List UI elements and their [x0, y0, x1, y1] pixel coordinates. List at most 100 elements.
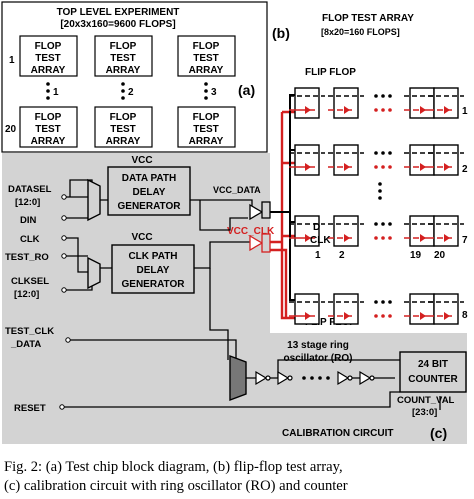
flip-flop-cell	[294, 293, 320, 325]
chain-ellipsis-dot	[381, 151, 385, 155]
flip-flop-cell	[333, 215, 359, 247]
input-pins	[59, 194, 71, 410]
flip-flop-cell	[433, 293, 459, 325]
clock-arrow	[305, 163, 311, 171]
panel-c-label: (c)	[430, 425, 447, 441]
chain-ellipsis-dot	[374, 94, 378, 98]
count-val-bus-label: [23:0]	[412, 407, 437, 418]
flip-flop-cell	[409, 215, 435, 247]
flip-flop-row-8	[289, 293, 464, 325]
chain-ellipsis-dot	[388, 165, 392, 169]
svg-text:ARRAY: ARRAY	[106, 65, 141, 76]
flip-flop-cell	[433, 215, 459, 247]
flip-flop-cell	[409, 87, 435, 119]
chain-ellipsis-dot	[374, 165, 378, 169]
flip-flop-cell	[433, 87, 459, 119]
panel-b-title-1: FLOP TEST ARRAY	[322, 13, 414, 24]
chain-ellipsis-dot	[374, 314, 378, 318]
d-input-label: D	[313, 222, 320, 233]
figure-diagram: TOP LEVEL EXPERIMENT [20x3x160=9600 FLOP…	[1, 1, 468, 444]
svg-text:COUNTER: COUNTER	[408, 374, 458, 385]
row-number-7: 7	[462, 235, 468, 246]
column-number-1: 1	[315, 250, 321, 261]
svg-text:TEST: TEST	[110, 53, 136, 64]
clock-arrow	[344, 312, 350, 320]
flip-flop-cell	[333, 144, 359, 176]
svg-text:GENERATOR: GENERATOR	[118, 201, 182, 212]
chain-ellipsis-dot	[388, 300, 392, 304]
count-val-label: COUNT_VAL	[397, 395, 455, 406]
ro-ellipsis	[302, 376, 330, 380]
flip-flop-row-1	[289, 87, 464, 119]
panel-a-title-1: TOP LEVEL EXPERIMENT	[57, 7, 180, 18]
chain-ellipsis-dot	[388, 94, 392, 98]
voltage-level-drivers	[249, 201, 271, 253]
din-label: DIN	[20, 215, 37, 226]
chain-ellipsis-dot	[381, 300, 385, 304]
svg-text:TEST: TEST	[110, 124, 136, 135]
test-clk-data-label-2: _DATA	[10, 339, 41, 350]
panel-a-label: (a)	[238, 82, 255, 98]
counter-24-bit: 24 BIT COUNTER	[399, 351, 467, 393]
chain-ellipsis-dot	[374, 108, 378, 112]
svg-text:FLOP: FLOP	[35, 41, 62, 52]
row-number-1: 1	[462, 106, 468, 117]
column-index-1: 1	[53, 87, 59, 98]
data-path-delay-generator: DATA PATH DELAY GENERATOR	[107, 166, 191, 216]
clksel-bus-label: [12:0]	[14, 289, 39, 300]
svg-text:DATA PATH: DATA PATH	[122, 173, 176, 184]
chain-ellipsis-dot	[381, 94, 385, 98]
column-index-3: 3	[211, 87, 217, 98]
clock-arrow	[344, 106, 350, 114]
panel-b-title-2: [8x20=160 FLOPS]	[321, 27, 400, 37]
flip-flop-cell	[333, 293, 359, 325]
clock-distribution-lines	[270, 110, 295, 320]
flip-flop-label-top: FLIP FLOP	[305, 67, 356, 78]
svg-text:ARRAY: ARRAY	[106, 136, 141, 147]
svg-text:ARRAY: ARRAY	[189, 65, 224, 76]
svg-text:TEST: TEST	[35, 124, 61, 135]
flip-flop-cell	[409, 144, 435, 176]
clock-arrow	[420, 106, 426, 114]
chain-ellipsis-dot	[388, 314, 392, 318]
flip-flop-cell	[294, 87, 320, 119]
clock-arrow	[420, 312, 426, 320]
svg-text:FLOP: FLOP	[35, 112, 62, 123]
clock-arrow	[305, 106, 311, 114]
data-mux	[87, 178, 101, 222]
chain-ellipsis-dot	[388, 108, 392, 112]
reset-label: RESET	[14, 403, 46, 414]
svg-text:24 BIT: 24 BIT	[418, 359, 448, 370]
vcc-clk-label: VCC_CLK	[227, 226, 275, 237]
svg-text:DELAY: DELAY	[133, 187, 166, 198]
flop-array-block-r1c3: FLOP TEST ARRAY	[177, 35, 236, 77]
clock-arrow	[344, 163, 350, 171]
chain-ellipsis-dot	[374, 236, 378, 240]
vcc-label-data: VCC	[131, 155, 152, 166]
vertical-ellipsis-col3	[204, 82, 208, 100]
flip-flop-cell	[294, 215, 320, 247]
clock-arrow	[444, 163, 450, 171]
row-number-8: 8	[462, 310, 468, 321]
clk-path-delay-generator: CLK PATH DELAY GENERATOR	[111, 244, 195, 294]
flop-array-block-r20c3: FLOP TEST ARRAY	[177, 106, 236, 148]
caption-line-2: (c) calibration circuit with ring oscill…	[4, 478, 348, 494]
ro-mux	[229, 354, 247, 402]
svg-text:TEST: TEST	[193, 53, 219, 64]
svg-text:GENERATOR: GENERATOR	[122, 279, 186, 290]
row-index-1: 1	[9, 55, 15, 66]
flip-flop-row-7	[289, 215, 464, 247]
datasel-label: DATASEL	[8, 184, 52, 195]
svg-text:TEST: TEST	[35, 53, 61, 64]
clk-mux	[87, 256, 101, 290]
chain-ellipsis-dot	[381, 314, 385, 318]
test-ro-label: TEST_RO	[5, 252, 49, 263]
svg-text:DELAY: DELAY	[137, 265, 170, 276]
ro-label-1: 13 stage ring	[287, 340, 349, 351]
flip-flop-label-bottom: FLIP FLOP	[305, 317, 356, 328]
test-clk-data-label: TEST_CLK	[5, 326, 54, 337]
panel-b-label: (b)	[272, 25, 290, 41]
caption-line-1: Fig. 2: (a) Test chip block diagram, (b)…	[4, 459, 343, 475]
svg-text:ARRAY: ARRAY	[31, 65, 66, 76]
figure-caption: Fig. 2: (a) Test chip block diagram, (b)…	[4, 458, 470, 496]
